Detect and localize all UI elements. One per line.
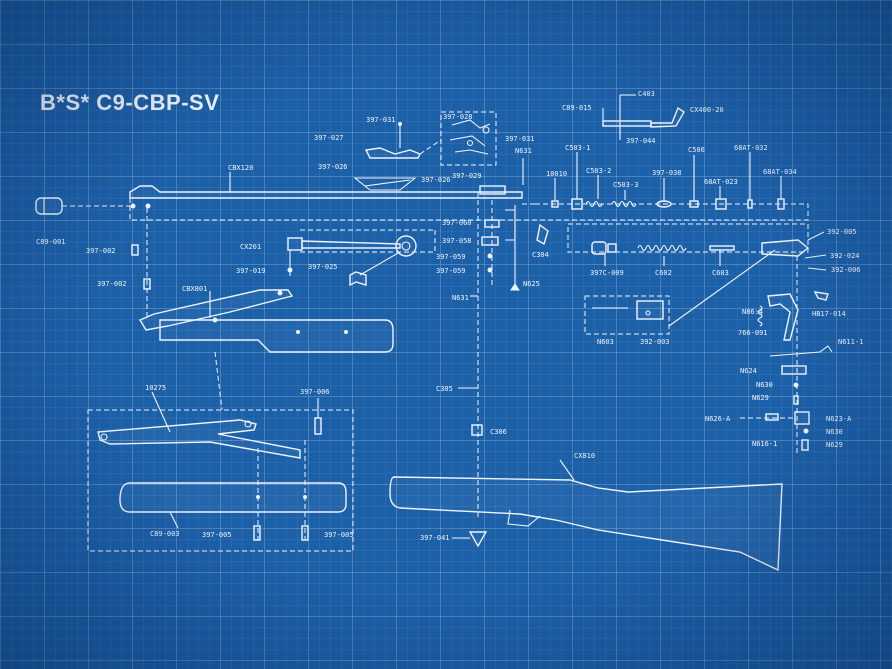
diagram-title: B*S* C9-CBP-SV (40, 90, 220, 115)
label-n625: N625 (523, 280, 540, 288)
label-c503-3: C503-3 (613, 181, 638, 189)
label-cbx801: CBX801 (182, 285, 207, 293)
trigger-group: 397C-009 C602 C603 392-005 392-024 392-0… (567, 223, 863, 455)
label-hb17-014: HB17-014 (812, 310, 846, 318)
label-397-027: 397-027 (314, 134, 344, 142)
label-10010: 10010 (546, 170, 567, 178)
label-392-006: 392-006 (831, 266, 861, 274)
lever-cx201-group: CX201 397-019 397-025 (236, 229, 436, 287)
label-397-026-a: 397-026 (318, 163, 348, 171)
label-c506: C506 (688, 146, 705, 154)
label-68at-023: 68AT-023 (704, 178, 738, 186)
label-397-026-b: 397-026 (421, 176, 451, 184)
label-cx400-20: CX400-20 (690, 106, 724, 114)
label-c503-2: C503-2 (586, 167, 611, 175)
label-c602: C602 (655, 269, 672, 277)
label-n624: N624 (740, 367, 757, 375)
label-c89-001: C89-001 (36, 238, 66, 246)
label-n86-4: N86:4 (742, 308, 763, 316)
label-397-002-b: 397-002 (97, 280, 127, 288)
label-c403: C403 (638, 90, 655, 98)
label-397-025: 397-025 (308, 263, 338, 271)
label-10275: 10275 (145, 384, 166, 392)
stock-group: CX810 397-041 (389, 452, 783, 572)
label-397-005-a: 397-005 (202, 531, 232, 539)
label-c306: C306 (490, 428, 507, 436)
left-pin-group: 397-002 397-002 (86, 208, 151, 320)
label-766-091: 766-091 (738, 329, 768, 337)
label-c304: C304 (532, 251, 549, 259)
label-397-044: 397-044 (626, 137, 656, 145)
barrel-group: CBX120 C89-001 (35, 164, 809, 246)
label-392-005: 392-005 (827, 228, 857, 236)
rear-sight-group: 397-031 397-028 397-031 397-027 397-029 … (314, 111, 535, 191)
label-397-031-b: 397-031 (505, 135, 535, 143)
label-397-019: 397-019 (236, 267, 266, 275)
label-n626-a: N626-A (705, 415, 731, 423)
label-cx810: CX810 (574, 452, 595, 460)
label-n630-b: N630 (826, 428, 843, 436)
label-392-024: 392-024 (830, 252, 860, 260)
label-n623-a: N623-A (826, 415, 852, 423)
label-n631-a: N631 (515, 147, 532, 155)
label-n629-a: N629 (752, 394, 769, 402)
label-397-038: 397-038 (652, 169, 682, 177)
label-cbx120: CBX120 (228, 164, 253, 172)
label-397-028: 397-028 (443, 113, 473, 121)
label-c603: C603 (712, 269, 729, 277)
label-n611-1: N611-1 (838, 338, 863, 346)
label-n629-b: N629 (826, 441, 843, 449)
cocking-lever-group: C403 C89-015 CX400-20 397-044 (562, 90, 724, 145)
center-pin-group: 397-060 397-058 397-059 397-059 C304 N62… (436, 192, 549, 520)
label-n631-b: N631 (452, 294, 469, 302)
label-c305: C305 (436, 385, 453, 393)
label-397-058: 397-058 (442, 237, 472, 245)
label-c89-003: C89-003 (150, 530, 180, 538)
label-68at-034: 68AT-034 (763, 168, 797, 176)
label-397-005-b: 397-005 (324, 531, 354, 539)
label-397-059-a: 397-059 (436, 253, 466, 261)
label-c503-1: C503-1 (565, 144, 590, 152)
label-n630-a: N630 (756, 381, 773, 389)
label-397c-009: 397C-009 (590, 269, 624, 277)
label-397-059-b: 397-059 (436, 267, 466, 275)
label-c89-015: C89-015 (562, 104, 592, 112)
label-68at-032: 68AT-032 (734, 144, 768, 152)
label-397-031-a: 397-031 (366, 116, 396, 124)
lower-left-box-group: 10275 397-006 C89-003 397-005 397-005 (87, 384, 354, 552)
label-397-041: 397-041 (420, 534, 450, 542)
label-n603: N603 (597, 338, 614, 346)
label-397-060: 397-060 (442, 219, 472, 227)
spring-piston-group: 10010 C503-1 C503-2 C503-3 397-038 C506 … (546, 144, 797, 210)
label-397-029: 397-029 (452, 172, 482, 180)
cocking-arm-group: CBX801 (138, 285, 394, 411)
label-cx201: CX201 (240, 243, 261, 251)
label-397-002-a: 397-002 (86, 247, 116, 255)
label-392-003: 392-003 (640, 338, 670, 346)
label-n616-1: N616-1 (752, 440, 777, 448)
label-397-006: 397-006 (300, 388, 330, 396)
